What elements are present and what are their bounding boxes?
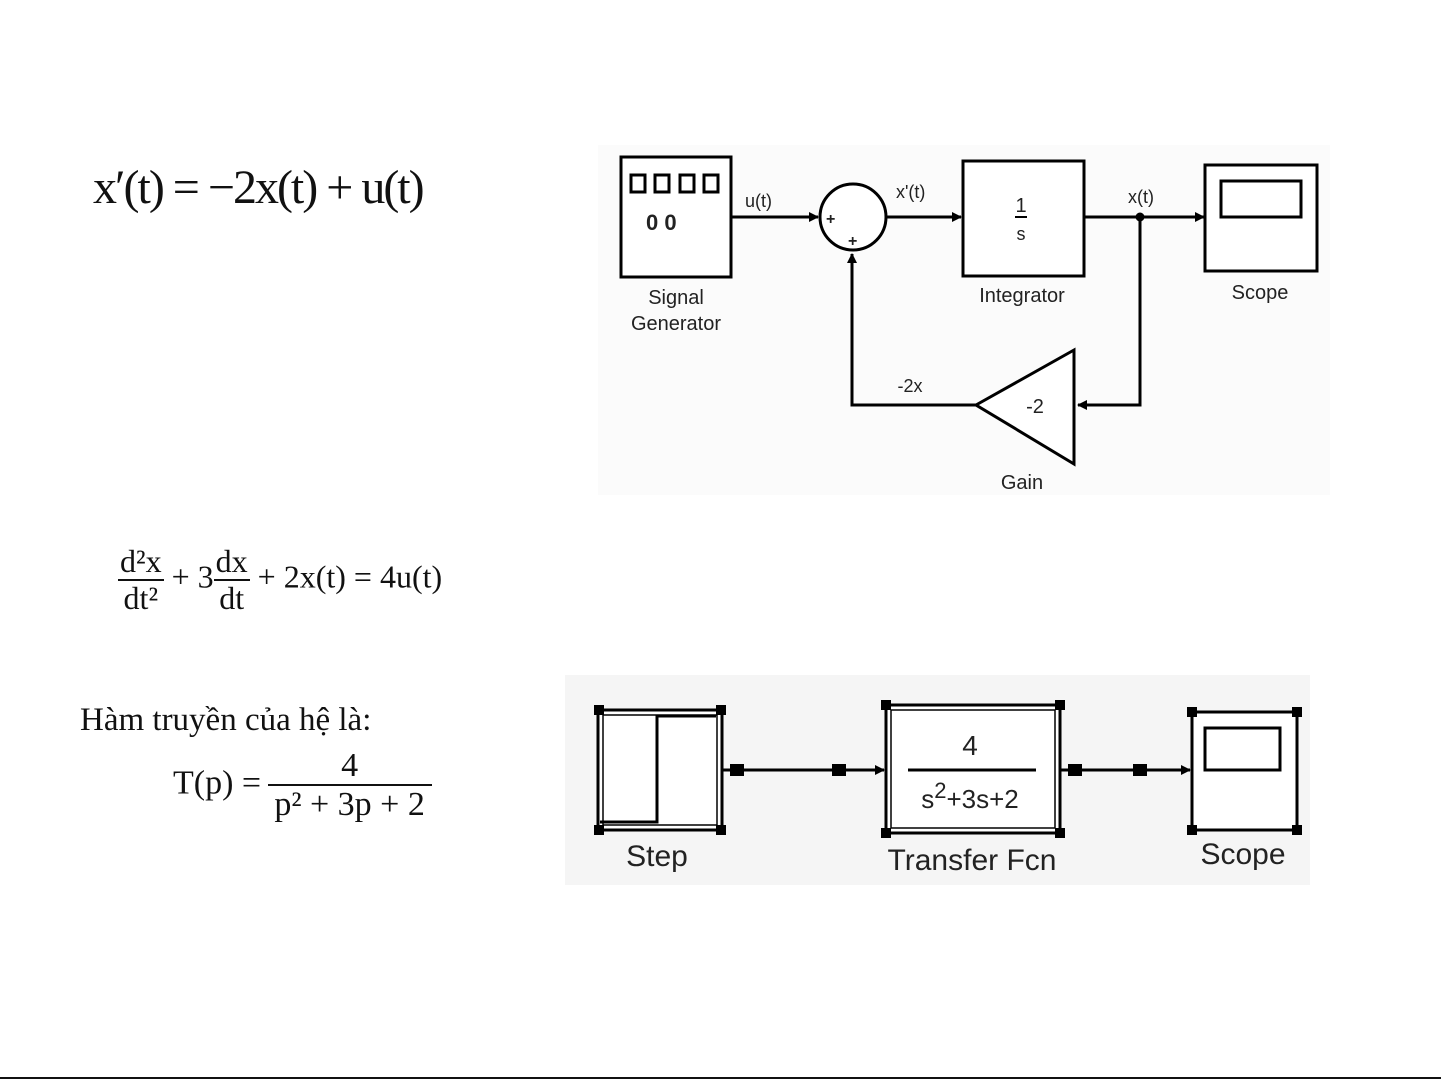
step-block[interactable] (594, 705, 726, 835)
transfer-intro: Hàm truyền của hệ là: (80, 702, 372, 738)
transfer-fcn-label: Transfer Fcn (888, 844, 1057, 877)
signal-generator-label-1: Signal (648, 287, 704, 309)
signal-label-x: x(t) (1128, 187, 1154, 207)
selection-handles (881, 700, 1065, 838)
equation-rest: + 2x(t) = 4u(t) (257, 558, 443, 595)
signal-label-feedback: -2x (897, 376, 922, 396)
denominator: dt² (123, 579, 159, 616)
integrator-denominator: s (1017, 224, 1026, 244)
gain-block[interactable]: -2 (973, 347, 1076, 467)
sum-sign-bottom: + (848, 233, 857, 250)
diagram-transfer-function-system: Step 4 s2+3s+2 Transfer Fcn Scope (565, 675, 1310, 885)
sum-block[interactable]: + + (818, 182, 888, 252)
numerator: dx (213, 543, 250, 581)
signal-generator-icon: 0 0 (646, 210, 677, 235)
gain-value: -2 (1026, 396, 1044, 418)
numerator: d²x (118, 543, 164, 581)
slide-bottom-border (0, 1077, 1441, 1079)
selection-handles (1187, 707, 1302, 835)
gain-label: Gain (1001, 472, 1043, 494)
signal-label-xdot: x'(t) (896, 182, 925, 202)
step-label: Step (626, 840, 688, 873)
tf-denominator: s2+3s+2 (921, 778, 1019, 814)
denominator: p² + 3p + 2 (274, 785, 425, 823)
integrator-numerator: 1 (1015, 195, 1026, 217)
tf-numerator: 4 (962, 730, 978, 761)
signal-generator-block[interactable]: 0 0 (619, 155, 733, 279)
scope-block[interactable] (1203, 163, 1319, 273)
numerator: 4 (267, 748, 432, 786)
scope-block-2[interactable] (1187, 707, 1302, 835)
denominator: dt (219, 579, 245, 616)
scope-label-2: Scope (1200, 838, 1285, 871)
transfer-fcn-block[interactable]: 4 s2+3s+2 (881, 700, 1065, 838)
feedback-line-to-sum (847, 253, 976, 407)
transfer-lhs: T(p) = (173, 764, 262, 802)
signal-label-u: u(t) (745, 191, 772, 211)
plus-three: + 3 (171, 558, 214, 595)
scope-label: Scope (1232, 282, 1289, 304)
integrator-label: Integrator (979, 285, 1065, 307)
selection-handles (594, 705, 726, 835)
diagram-feedback-system: 0 0 Signal Generator u(t) + + x'(t) 1 s … (598, 145, 1330, 495)
integrator-block[interactable]: 1 s (961, 159, 1086, 278)
feedback-line-to-gain (1077, 217, 1142, 410)
sum-sign-left: + (826, 211, 835, 228)
equation-first-order: x′(t) = −2x(t) + u(t) (93, 161, 425, 214)
signal-generator-label-2: Generator (631, 313, 721, 335)
